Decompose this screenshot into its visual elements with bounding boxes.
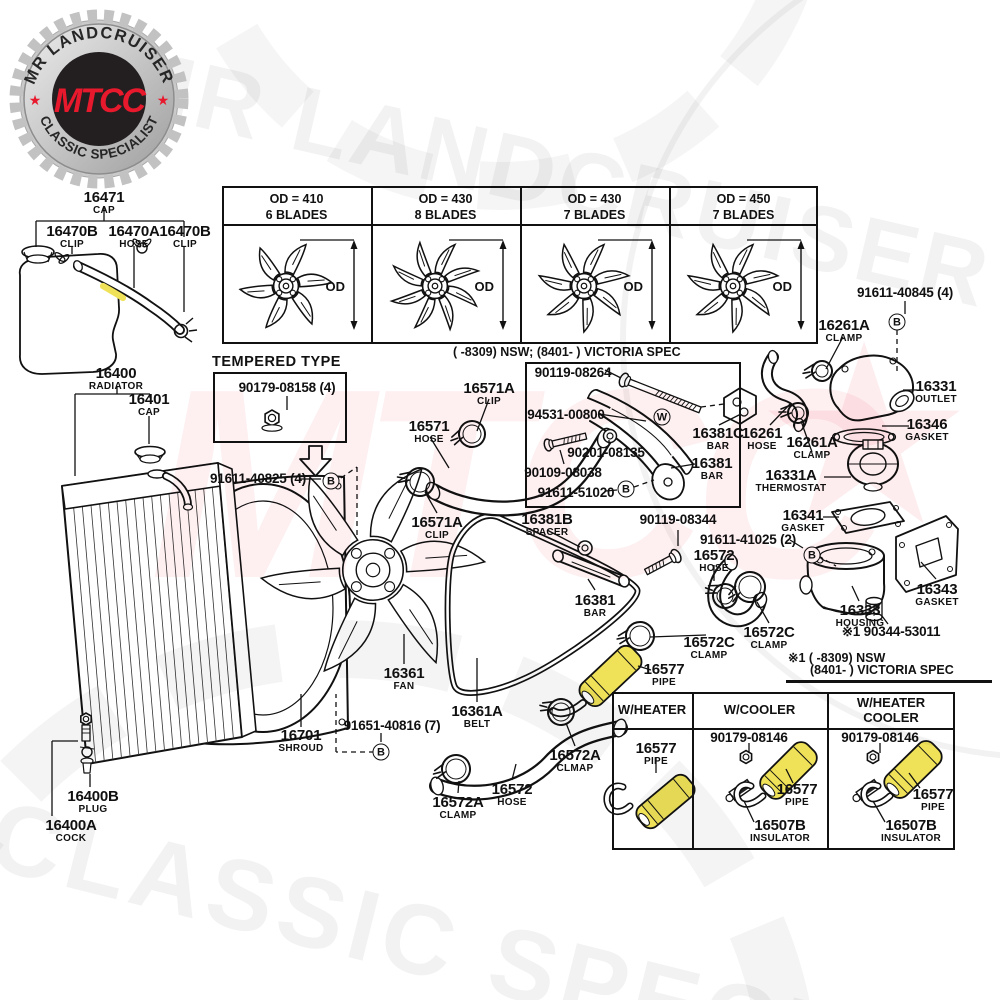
part-label: 90179-08146 <box>841 730 919 745</box>
part-label: 90109-08038 <box>524 465 602 480</box>
part-label: 94531-00800 <box>527 407 605 422</box>
callout-circle-B: B <box>322 472 340 490</box>
part-label: 91651-40816 (7) <box>343 718 441 733</box>
logo-black-disc <box>52 52 146 146</box>
fan-table-divider <box>669 186 671 344</box>
fan-blades-label: 7 BLADES <box>712 208 775 223</box>
tempered-type-title: TEMPERED TYPE <box>212 354 341 370</box>
callout-circle-B: B <box>803 546 821 564</box>
w-heater-header: W/HEATER <box>617 702 687 717</box>
fan-table-divider <box>520 186 522 344</box>
part-label: 91611-40845 (4) <box>856 285 954 300</box>
mr-landcruiser-logo: MR LANDCRUISER CLASSIC SPECIALIST ★ ★ MT… <box>9 9 189 189</box>
svg-text:OD: OD <box>624 279 644 294</box>
part-label: 91611-41025 (2) <box>699 532 797 547</box>
svg-text:OD: OD <box>475 279 495 294</box>
part-label: 90119-08264 <box>534 365 612 380</box>
heater-table-divider <box>827 692 829 850</box>
w-heater-cooler-header: W/HEATER COOLER <box>856 695 926 725</box>
part-label: 90179-08146 <box>710 730 788 745</box>
part-label: 91611-51020 <box>537 485 615 500</box>
part-label: ※1 90344-53011 <box>841 624 941 639</box>
callout-circle-B: B <box>372 743 390 761</box>
callout-circle-W: W <box>653 408 671 426</box>
fan-blades-label: 7 BLADES <box>563 208 626 223</box>
logo-monogram-text: MTCC <box>54 82 147 120</box>
part-label: 90179-08158 (4) <box>238 380 336 395</box>
fan-table-divider <box>371 186 373 344</box>
callout-circle-B: B <box>888 313 906 331</box>
logo-star-right-icon: ★ <box>157 92 170 108</box>
spec-note-line-2: (8401- ) VICTORIA SPEC <box>810 663 954 677</box>
svg-text:OD: OD <box>326 279 346 294</box>
part-label: 90119-08344 <box>639 512 717 527</box>
callout-circle-B: B <box>617 480 635 498</box>
spec-note-underline <box>786 680 992 683</box>
fan-blades-label: 8 BLADES <box>414 208 477 223</box>
svg-text:OD: OD <box>773 279 793 294</box>
victoria-spec-box <box>525 362 741 508</box>
part-label: 91611-40825 (4) <box>209 471 307 486</box>
heater-table-divider <box>692 692 694 850</box>
logo-star-left-icon: ★ <box>29 92 42 108</box>
tempered-type-box <box>213 372 347 443</box>
part-label: 90201-08135 <box>567 445 645 460</box>
fan-blades-label: 6 BLADES <box>265 208 328 223</box>
